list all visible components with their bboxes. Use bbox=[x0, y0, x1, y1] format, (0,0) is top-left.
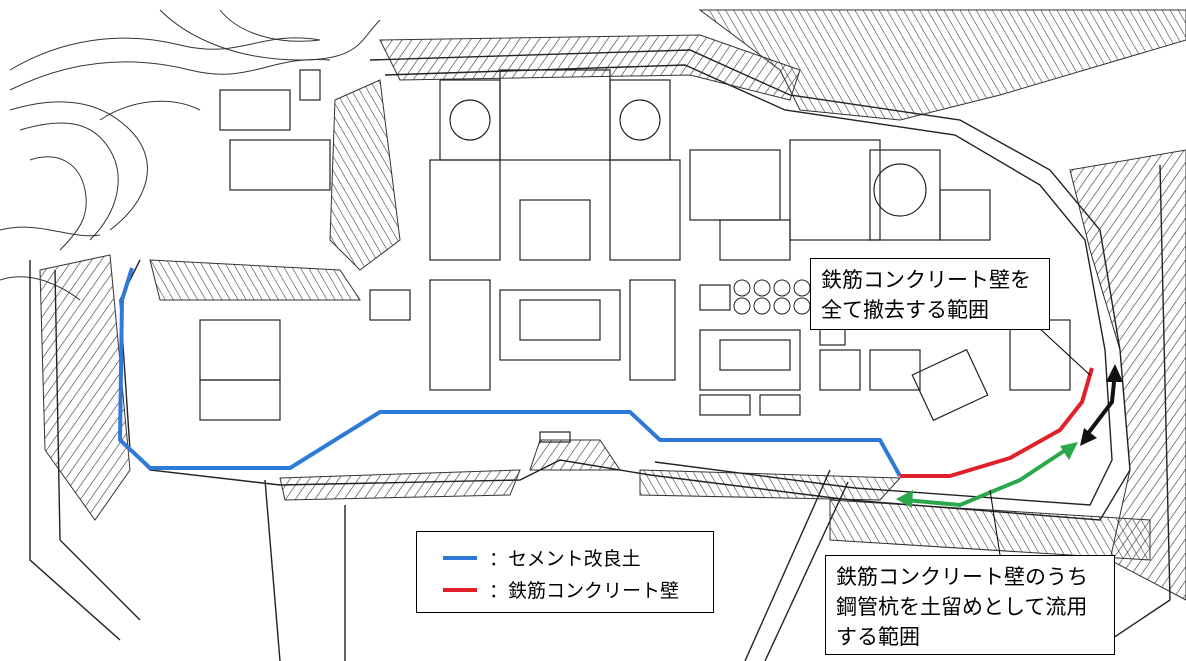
storage-tanks bbox=[733, 279, 811, 315]
removal-arrowhead-top bbox=[1106, 364, 1123, 382]
buildings bbox=[199, 69, 1071, 443]
reuse-arrowhead-right bbox=[1060, 442, 1078, 460]
legend-swatch-rc-wall bbox=[443, 587, 477, 592]
bottom-callout-leader bbox=[989, 489, 1001, 556]
rc-wall-route bbox=[900, 367, 1094, 478]
reuse-arrowhead-left bbox=[896, 490, 913, 508]
legend-item-rc-wall: ：鉄筋コンクリート壁 bbox=[443, 576, 679, 603]
legend: ：セメント改良土 ：鉄筋コンクリート壁 bbox=[416, 531, 714, 613]
cement-improved-soil-route bbox=[118, 267, 902, 477]
legend-label-cement: ：セメント改良土 bbox=[489, 548, 641, 570]
partial-reuse-callout: 鉄筋コンクリート壁のうち 鋼管杭を土留めとして流用 する範囲 bbox=[825, 555, 1115, 655]
terrain-contours bbox=[0, 9, 381, 301]
legend-label-rc-wall: ：鉄筋コンクリート壁 bbox=[489, 580, 680, 602]
removal-arrowhead-bottom bbox=[1080, 428, 1097, 446]
legend-item-cement: ：セメント改良土 bbox=[443, 544, 641, 571]
legend-swatch-cement bbox=[443, 555, 477, 560]
full-removal-callout: 鉄筋コンクリート壁を 全て撤去する範囲 bbox=[810, 258, 1050, 330]
